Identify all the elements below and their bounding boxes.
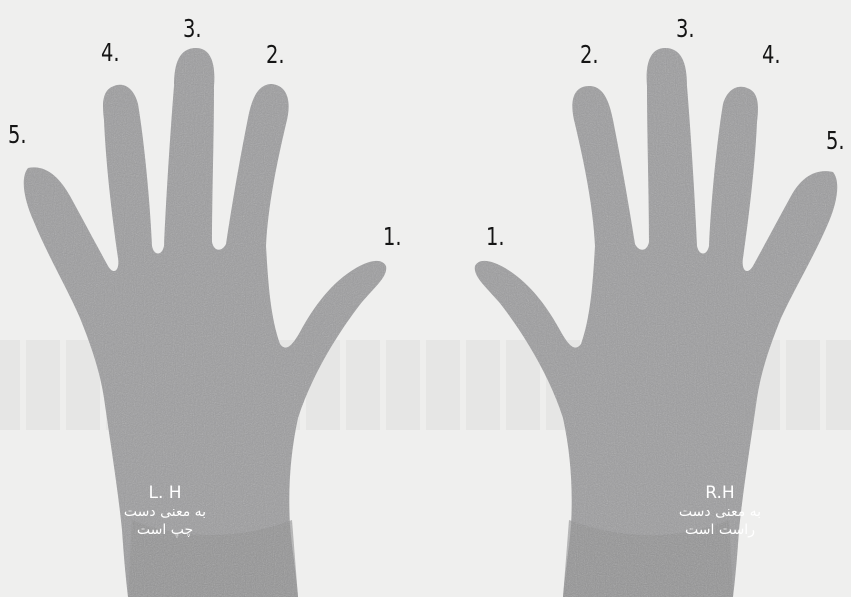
left-finger-5-label: 5. bbox=[8, 122, 27, 147]
right-hand-caption-line2: راست است bbox=[660, 521, 780, 539]
left-hand-label: L. H به معنی دست چپ است bbox=[105, 483, 225, 539]
left-hand-caption-line1: به معنی دست bbox=[105, 503, 225, 521]
left-hand-code: L. H bbox=[105, 483, 225, 503]
right-finger-4-label: 4. bbox=[762, 42, 781, 67]
left-finger-3-label: 3. bbox=[183, 16, 202, 41]
right-hand-caption-line1: به معنی دست bbox=[660, 503, 780, 521]
left-finger-1-label: 1. bbox=[383, 224, 402, 249]
right-finger-2-label: 2. bbox=[580, 42, 599, 67]
right-finger-1-label: 1. bbox=[486, 224, 505, 249]
right-finger-3-label: 3. bbox=[676, 16, 695, 41]
right-hand-code: R.H bbox=[660, 483, 780, 503]
right-hand bbox=[475, 48, 837, 597]
left-hand-caption-line2: چپ است bbox=[105, 521, 225, 539]
left-finger-2-label: 2. bbox=[266, 42, 285, 67]
right-finger-5-label: 5. bbox=[826, 128, 845, 153]
right-hand-shape bbox=[475, 48, 837, 597]
left-finger-4-label: 4. bbox=[101, 40, 120, 65]
right-hand-label: R.H به معنی دست راست است bbox=[660, 483, 780, 539]
